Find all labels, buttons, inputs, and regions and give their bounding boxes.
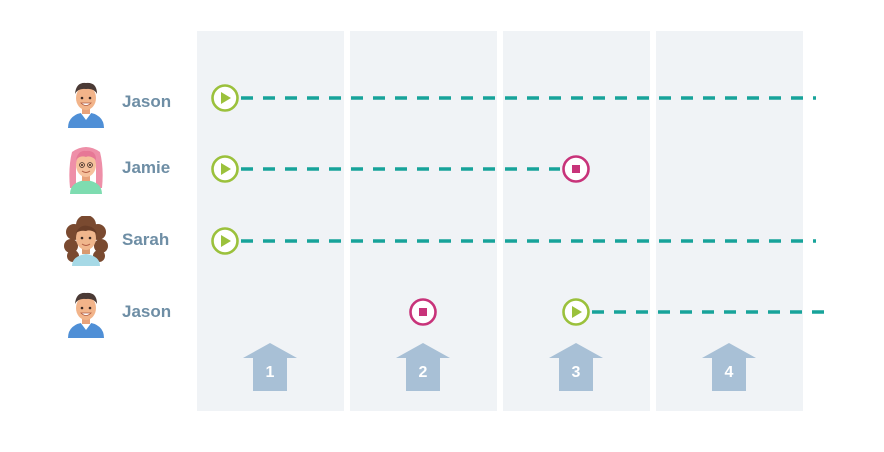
stop-circle-icon: [409, 298, 437, 326]
play-circle-icon: [211, 227, 239, 255]
user-row-sarah: Sarah: [64, 216, 194, 266]
stop-circle-icon: [562, 155, 590, 183]
column-label-3: 3: [571, 364, 581, 381]
play-circle-icon: [562, 298, 590, 326]
user-name: Jamie: [122, 158, 171, 177]
user-name: Sarah: [122, 230, 170, 249]
column-label-4: 4: [724, 364, 734, 381]
up-arrow-icon: [702, 343, 756, 391]
user-name: Jason: [122, 302, 172, 321]
user-row-jason: Jason: [64, 78, 194, 128]
user-row-jason-2: Jason: [64, 288, 194, 338]
up-arrow-icon: [243, 343, 297, 391]
user-row-jamie: Jamie: [64, 144, 194, 194]
column-label-2: 2: [418, 364, 428, 381]
man-avatar-icon: [68, 292, 104, 338]
woman-pink-hair-avatar-icon: [69, 147, 103, 194]
column-label-1: 1: [265, 364, 275, 381]
user-name: Jason: [122, 92, 172, 111]
play-circle-icon: [211, 84, 239, 112]
woman-curly-hair-avatar-icon: [64, 216, 108, 266]
play-circle-icon: [211, 155, 239, 183]
up-arrow-icon: [396, 343, 450, 391]
man-avatar-icon: [68, 82, 104, 128]
up-arrow-icon: [549, 343, 603, 391]
